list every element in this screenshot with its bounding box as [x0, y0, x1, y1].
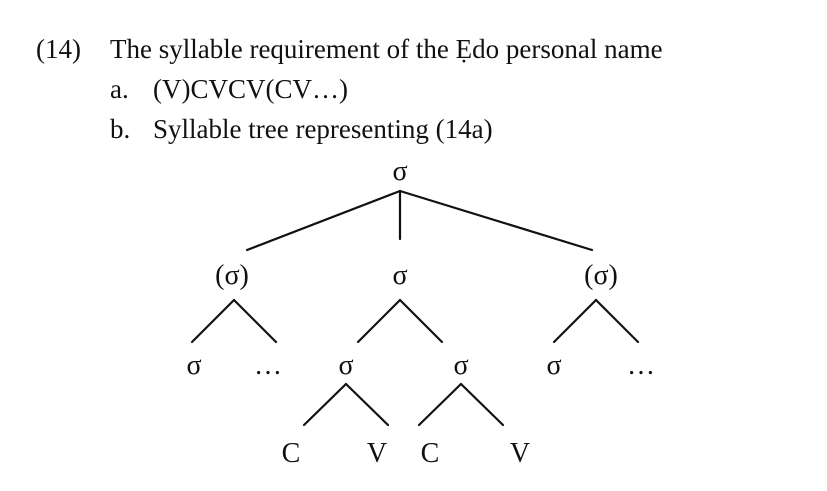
- branch-middle-right: [398, 298, 444, 344]
- tree-level2-label: …: [627, 350, 655, 381]
- branch-right-right: [594, 298, 640, 344]
- branch-cv1-v: [344, 382, 390, 427]
- branch-cv2-c: [417, 382, 463, 427]
- branch-root-right: [398, 189, 594, 252]
- tree-level2-label: σ: [186, 350, 201, 381]
- item-a-label: a.: [110, 74, 129, 104]
- branch-cv1-c: [302, 382, 348, 427]
- tree-level1-middle-label: σ: [392, 260, 407, 291]
- tree-level1-right-label: (σ): [584, 260, 618, 291]
- branch-left-right: [232, 298, 278, 344]
- branch-middle-left: [356, 298, 402, 344]
- tree-level2-label: σ: [338, 350, 353, 381]
- tree-level3-label: V: [367, 438, 387, 469]
- example-number: (14): [36, 34, 81, 64]
- item-b-label: b.: [110, 114, 131, 144]
- tree-level2-label: …: [254, 350, 282, 381]
- example-title: The syllable requirement of the Ẹdo pers…: [110, 34, 663, 64]
- item-a-text: (V)CVCV(CV…): [153, 74, 348, 104]
- branch-cv2-v: [459, 382, 505, 427]
- tree-root-label: σ: [392, 156, 407, 187]
- tree-level3-label: C: [421, 438, 440, 469]
- tree-level2-label: σ: [453, 350, 468, 381]
- item-b-text: Syllable tree representing (14a): [153, 114, 493, 144]
- branch-left-left: [190, 298, 236, 344]
- tree-level3-label: V: [510, 438, 530, 469]
- tree-level3-label: C: [282, 438, 301, 469]
- tree-level2-label: σ: [546, 350, 561, 381]
- branch-root-left: [245, 189, 402, 252]
- branch-right-left: [552, 298, 598, 344]
- tree-level1-left-label: (σ): [215, 260, 249, 291]
